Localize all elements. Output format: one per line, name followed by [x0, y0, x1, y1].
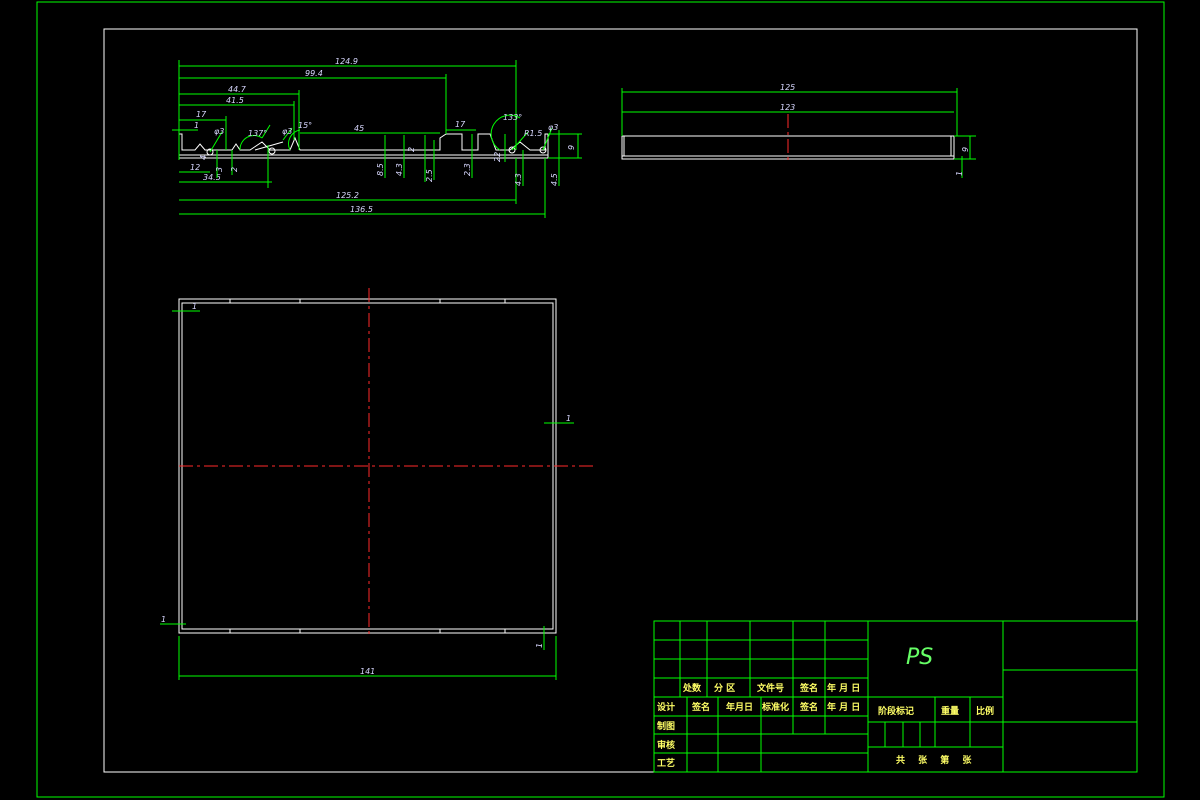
tb-header-sign: 签名 [799, 682, 818, 694]
dim-v-9: 9 [567, 145, 576, 150]
dim-123: 123 [780, 103, 795, 112]
dim-34-5: 34.5 [203, 173, 221, 182]
dim-1-left: 1 [194, 121, 199, 130]
dim-v-22: 22 [493, 152, 502, 162]
angle-137: 137° [248, 129, 267, 138]
tb-drawn: 制图 [657, 720, 675, 732]
dim-v-3: 3 [215, 167, 224, 172]
outer-frame [36, 1, 1165, 798]
material-label: PS [906, 645, 933, 670]
angle-15: 15° [298, 121, 312, 130]
dim-17-left: 17 [196, 110, 207, 119]
radius-1-5: R1.5 [524, 129, 542, 138]
tb-stage-mark: 阶段标记 [878, 705, 914, 717]
tb-header-date: 年 月 日 [827, 682, 860, 694]
front-view-outline [178, 133, 549, 159]
dim-12: 12 [190, 163, 200, 172]
dim-125-2: 125.2 [336, 191, 359, 200]
tb-weight: 重量 [941, 705, 959, 717]
dim-side-9: 9 [961, 147, 970, 152]
dim-45: 45 [354, 124, 364, 133]
dim-v-2-5: 2.5 [425, 169, 434, 182]
dim-top-1-b: 1 [566, 414, 571, 423]
dim-136-5: 136.5 [350, 205, 373, 214]
tb-design-sign: 签名 [691, 701, 710, 713]
dim-top-1-d: 1 [535, 643, 544, 648]
dim-v-2-3: 2.3 [463, 163, 472, 176]
angle-133: 133° [503, 113, 522, 122]
title-block: PS 处数 分 区 文件号 签名 年 月 日 设计 签名 年月日 标准化 签名 … [653, 620, 1138, 773]
dim-v-4-3b: 4.3 [514, 173, 523, 186]
front-view: 124.9 99.4 44.7 41.5 17 45 17 1 12 34.5 … [172, 57, 582, 218]
tb-standard-sign: 签名 [799, 701, 818, 713]
tb-sheet-info: 共 张 第 张 [896, 754, 976, 766]
dia-3-a: φ3 [214, 127, 224, 136]
dim-v-4-5: 4.5 [550, 173, 559, 186]
tb-header-docno: 文件号 [756, 682, 784, 694]
dim-17-right: 17 [455, 120, 466, 129]
tb-process: 工艺 [657, 757, 675, 769]
tb-standard: 标准化 [761, 701, 789, 713]
tb-header-count: 处数 [682, 682, 702, 694]
tb-scale: 比例 [976, 705, 994, 717]
side-view: 125 123 9 1 [621, 83, 976, 178]
dim-124-9: 124.9 [335, 57, 358, 66]
top-view: 1 1 1 1 141 [160, 288, 596, 680]
dim-top-1-c: 1 [161, 615, 166, 624]
dim-44-7: 44.7 [228, 85, 247, 94]
dim-top-1-a: 1 [192, 302, 197, 311]
dim-v-2b: 2 [407, 147, 416, 152]
tb-design-date: 年月日 [726, 701, 753, 713]
dim-41-5: 41.5 [226, 96, 244, 105]
dim-125: 125 [780, 83, 795, 92]
tb-header-zone: 分 区 [714, 682, 735, 694]
tb-standard-date: 年 月 日 [827, 701, 860, 713]
dim-v-2: 2 [230, 167, 239, 172]
dim-v-4-3: 4.3 [395, 163, 404, 176]
dim-141: 141 [360, 667, 375, 676]
dia-3-c: φ3 [548, 123, 558, 132]
inner-frame [103, 28, 1138, 773]
tb-checked: 审核 [657, 739, 675, 751]
dim-side-1: 1 [955, 171, 964, 176]
dim-v-4: 4 [199, 155, 208, 160]
dia-3-b: φ3 [282, 127, 292, 136]
tb-design: 设计 [657, 701, 675, 713]
dim-v-8-5: 8.5 [376, 163, 385, 176]
dim-99-4: 99.4 [305, 69, 323, 78]
